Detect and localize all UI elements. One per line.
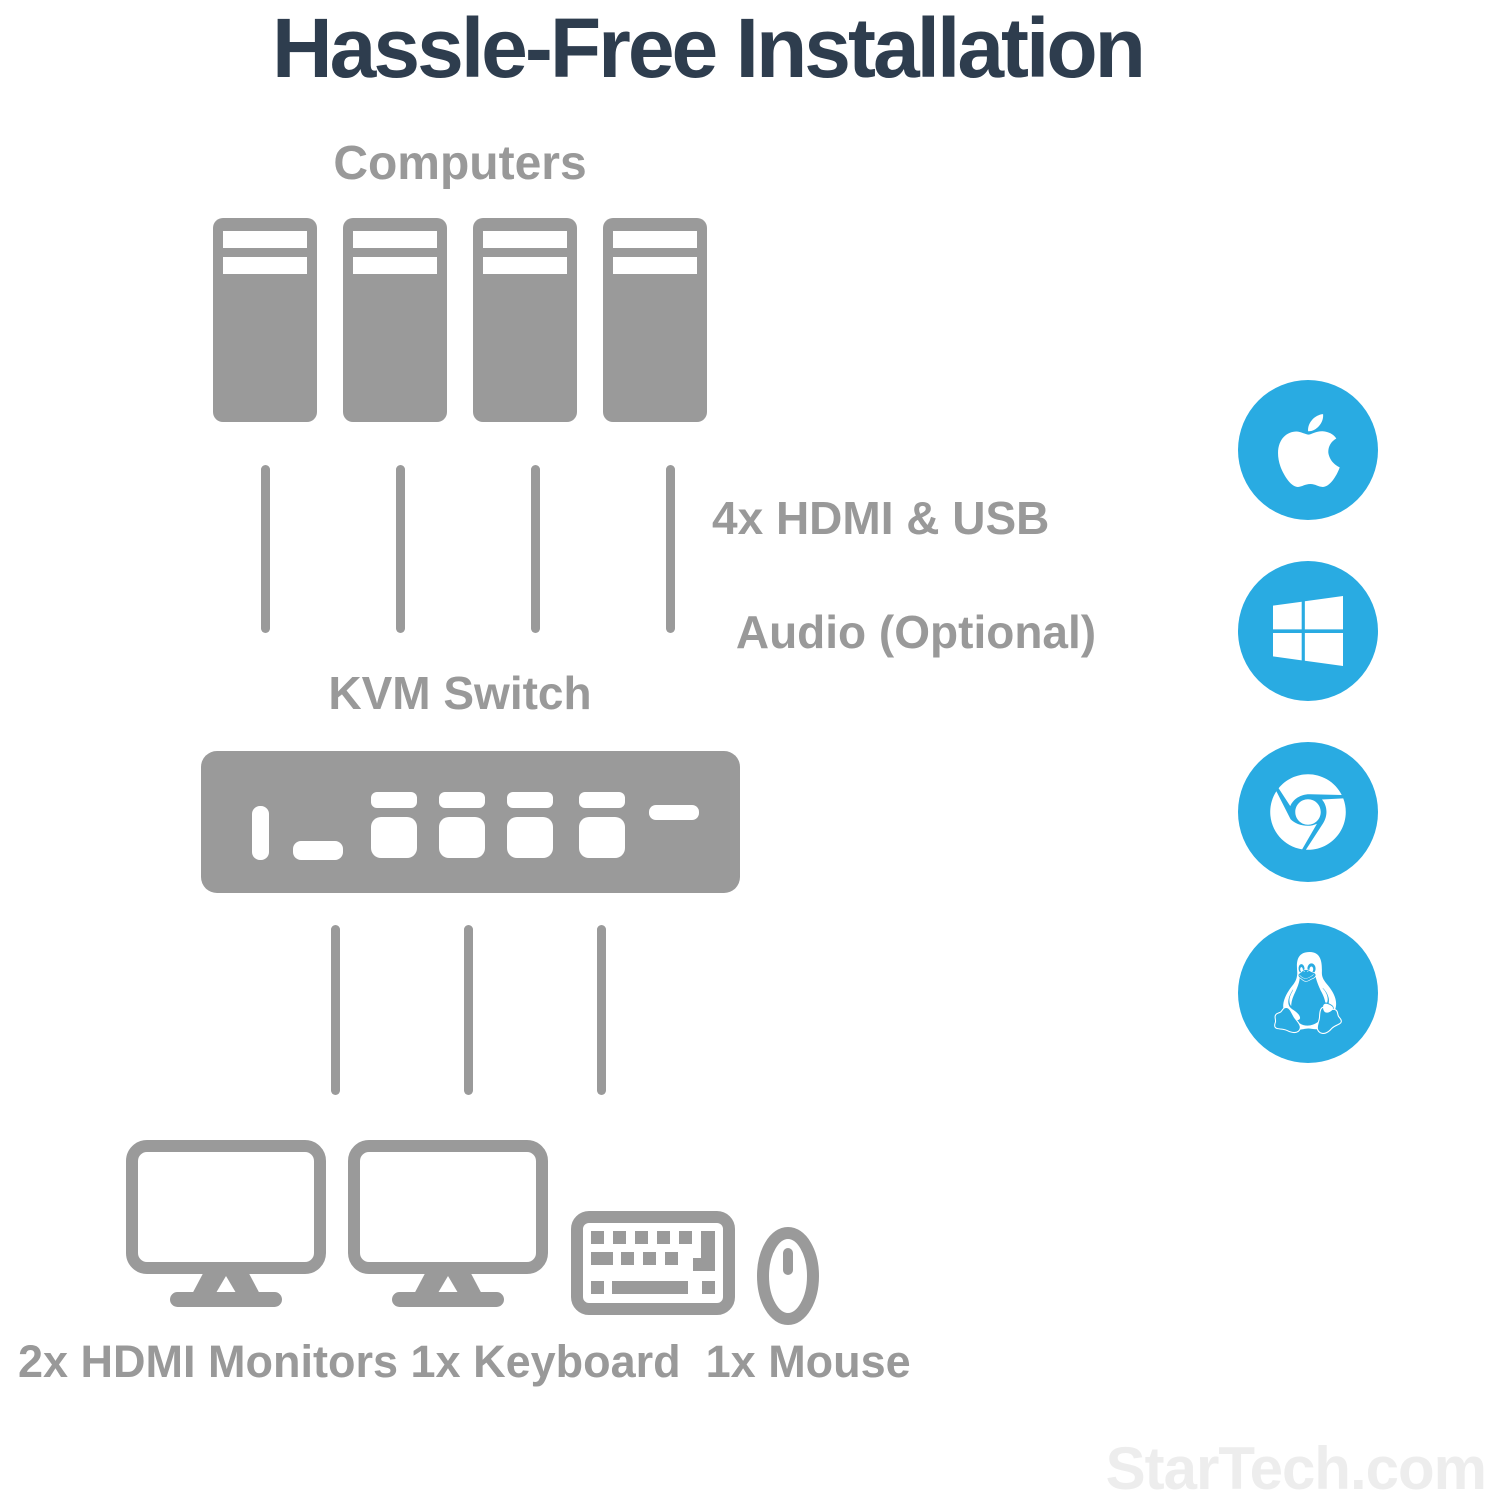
kvm-switch-icon [201,751,740,893]
keyboard-icon [571,1211,735,1315]
cable-line [464,925,473,1095]
computer-tower-icon [603,218,707,422]
cable-line [261,465,270,633]
windows-os-badge [1238,561,1378,701]
computer-tower-icon [213,218,317,422]
cable-line [666,465,675,633]
linux-os-badge [1238,923,1378,1063]
computer-tower-icon [343,218,447,422]
startech-watermark: StarTech.com [1105,1435,1487,1500]
apple-os-badge [1238,380,1378,520]
peripherals-label: 2x HDMI Monitors 1x Keyboard 1x Mouse [18,1336,911,1387]
windows-icon [1273,596,1343,666]
cable-line [396,465,405,633]
computer-towers [213,218,707,422]
drive-bay [223,231,307,248]
drive-bay [613,231,697,248]
apple-icon [1278,414,1340,487]
kvm-port-button [579,817,625,858]
drive-bay [353,257,437,274]
kvm-power-led [252,806,269,860]
cable-line [331,925,340,1095]
computer-tower-icon [473,218,577,422]
kvm-port-button [371,817,417,858]
monitor-icon [126,1140,326,1307]
cable-line [597,925,606,1095]
top-cables [261,465,675,633]
cable-label-line1: 4x HDMI & USB [712,492,1050,544]
os-compatibility-column [1238,380,1378,1063]
chrome-os-badge [1238,742,1378,882]
kvm-port-button [507,817,553,858]
cable-label: 4x HDMI & USB Audio (Optional) [712,490,1096,661]
linux-icon [1274,952,1342,1034]
drive-bay [223,257,307,274]
mouse-icon [757,1227,819,1325]
drive-bay [613,257,697,274]
monitor-icon [348,1140,548,1307]
cable-label-line2: Audio (Optional) [735,606,1097,658]
drive-bay [353,231,437,248]
chrome-icon [1270,774,1346,850]
cable-line [531,465,540,633]
computers-label: Computers [333,137,587,190]
drive-bay [483,257,567,274]
kvm-port-button [439,817,485,858]
drive-bay [483,231,567,248]
page-title: Hassle-Free Installation [272,1,1146,95]
bottom-cables [331,925,606,1095]
kvm-label: KVM Switch [328,667,592,719]
